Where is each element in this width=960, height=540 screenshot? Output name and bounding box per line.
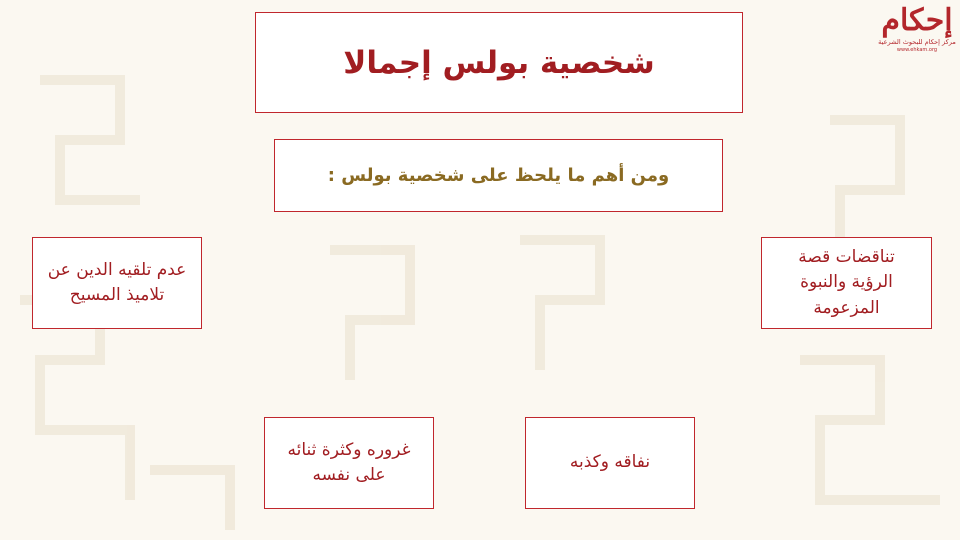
page-title: شخصية بولس إجمالا [343,44,655,81]
trait-text-left: عدم تلقيه الدين عن تلاميذ المسيح [47,259,187,306]
logo: إحكام مركز إحكام للبحوث الشرعية www.ehka… [878,6,956,74]
logo-url: www.ehkam.org [896,47,938,53]
trait-text-bottom-right: نفاقه وكذبه [569,452,651,473]
trait-text-right: تناقضات قصة الرؤية والنبوة المزعومة [798,246,895,318]
trait-box-right: تناقضات قصة الرؤية والنبوة المزعومة [761,237,932,329]
trait-box-bottom-left: غروره وكثرة ثنائه على نفسه [264,417,434,509]
logo-mark: إحكام [881,3,953,38]
trait-box-bottom-right: نفاقه وكذبه [525,417,695,509]
subtitle-box: ومن أهم ما يلحظ على شخصية بولس : [274,139,723,212]
subtitle-text: ومن أهم ما يلحظ على شخصية بولس : [327,165,670,186]
trait-box-left: عدم تلقيه الدين عن تلاميذ المسيح [32,237,202,329]
logo-name: مركز إحكام للبحوث الشرعية [878,38,956,46]
title-box: شخصية بولس إجمالا [255,12,743,113]
trait-text-bottom-left: غروره وكثرة ثنائه على نفسه [287,439,411,486]
